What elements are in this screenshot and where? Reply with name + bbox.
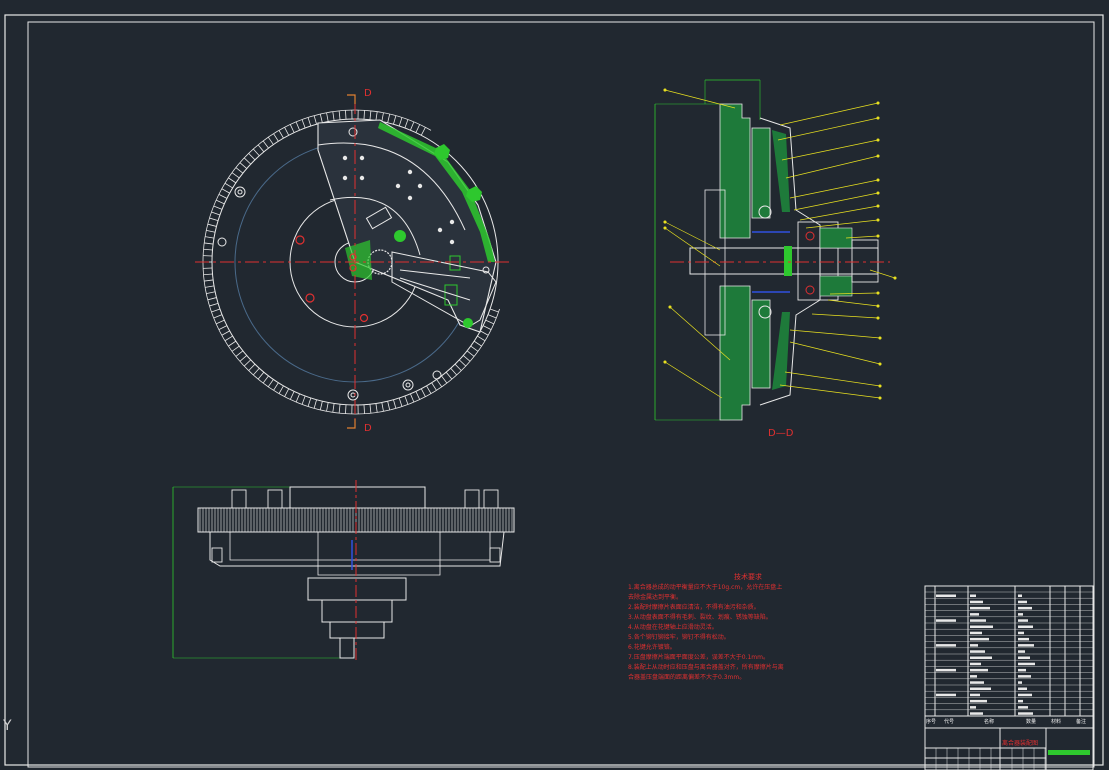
hub-bolt-upper bbox=[758, 205, 772, 219]
title-block-green-bar bbox=[1048, 750, 1090, 755]
technical-requirements-title: 技术要求 bbox=[734, 573, 762, 581]
pivot-green-2 bbox=[463, 318, 473, 328]
requirement-line: 去除金属达到平衡。 bbox=[628, 594, 683, 601]
bottom-view bbox=[172, 480, 515, 660]
friction-disc-arc bbox=[317, 142, 466, 231]
hub-bolt-lower bbox=[758, 305, 772, 319]
col-header-name: 名称 bbox=[984, 719, 995, 725]
cover-profile bbox=[209, 531, 505, 567]
requirement-line: 2.装配时摩擦片表面应清洁，不得有油污和杂质。 bbox=[628, 604, 760, 611]
requirement-line: 7.压盘摩擦片端面平面度公差，误差不大于0.1mm。 bbox=[628, 654, 769, 661]
section-view-label: D—D bbox=[768, 428, 794, 439]
bearing-ball-lower bbox=[805, 285, 815, 295]
requirement-line: 8.装配上从动时应和压盘与离合器盖对齐，所有摩擦片与离 bbox=[628, 664, 784, 671]
shaft-stub bbox=[339, 637, 355, 659]
rivet-holes bbox=[342, 155, 455, 245]
col-header-qty: 数量 bbox=[1026, 719, 1037, 725]
cover-hatch bbox=[772, 130, 790, 390]
release-bearing bbox=[797, 221, 839, 301]
cover-top bbox=[289, 486, 426, 509]
drawing-title: 离合器装配图 bbox=[1002, 740, 1039, 747]
pressure-plate-lower bbox=[751, 299, 771, 389]
flywheel-section-lower bbox=[719, 285, 751, 421]
outer-border bbox=[4, 14, 1104, 766]
leader-lines bbox=[663, 88, 897, 400]
bottom-ring-gear bbox=[199, 508, 513, 532]
lever-rod-2 bbox=[399, 277, 471, 301]
col-header-remark: 备注 bbox=[1076, 719, 1087, 725]
ring-gear-teeth bbox=[202, 109, 500, 415]
parts-list-table bbox=[924, 585, 1094, 770]
flange bbox=[321, 599, 393, 623]
damper-spring-window bbox=[365, 206, 393, 230]
section-marker-top bbox=[347, 94, 356, 104]
inner-border bbox=[27, 21, 1095, 768]
shaft-extension bbox=[851, 239, 879, 283]
damper-spring-window-2 bbox=[444, 284, 458, 306]
bearing-housing bbox=[307, 577, 407, 601]
section-marker-bottom bbox=[347, 419, 356, 429]
bolt-heads bbox=[211, 489, 501, 563]
parts-list-entries bbox=[936, 594, 1035, 715]
pivot-green bbox=[394, 230, 406, 242]
section-view bbox=[654, 79, 897, 421]
col-header-material: 材料 bbox=[1051, 719, 1062, 725]
damper-arc bbox=[329, 196, 421, 256]
hub-green-section bbox=[345, 240, 372, 280]
requirement-line: 合器盖压盘端面的距离偏差不大于0.3mm。 bbox=[628, 674, 746, 681]
front-view bbox=[195, 94, 510, 429]
pressure-plate-upper bbox=[751, 127, 771, 219]
housing-profile bbox=[229, 532, 491, 561]
requirement-line: 5.各个铆钉铆接牢，铆钉不得有松动。 bbox=[628, 634, 730, 641]
bearing-sleeve bbox=[819, 227, 853, 249]
requirement-line: 1.离合器总成的动平衡量应不大于10g.cm，允许在压盘上 bbox=[628, 584, 783, 591]
section-mark-bottom: D bbox=[364, 423, 372, 434]
ucs-axis-label: Y bbox=[3, 718, 12, 734]
bearing-sleeve-lower bbox=[819, 275, 853, 297]
col-header-index: 序号 bbox=[926, 719, 937, 725]
technical-requirements: 技术要求 1.离合器总成的动平衡量应不大于10g.cm，允许在压盘上 去除金属达… bbox=[628, 572, 868, 683]
requirement-line: 4.从动盘在花键轴上应滑动灵活。 bbox=[628, 624, 718, 631]
adjust-nut-2 bbox=[466, 186, 482, 202]
damper-spring-window-3 bbox=[449, 255, 461, 271]
shaft-green bbox=[784, 246, 792, 276]
bearing-ball bbox=[805, 231, 815, 241]
flywheel-section bbox=[719, 103, 751, 239]
requirement-line: 6.花键允许镀铬。 bbox=[628, 644, 676, 651]
col-header-code: 代号 bbox=[944, 719, 955, 725]
requirement-line: 3.从动盘表面不得有毛刺、裂纹、划痕、锈蚀等缺陷。 bbox=[628, 614, 772, 621]
shaft-end bbox=[329, 621, 385, 639]
lever-rod bbox=[399, 269, 471, 279]
red-dowel-holes bbox=[295, 235, 369, 323]
section-mark-top: D bbox=[364, 88, 372, 99]
release-housing bbox=[317, 532, 441, 576]
adjust-nut bbox=[434, 144, 450, 160]
